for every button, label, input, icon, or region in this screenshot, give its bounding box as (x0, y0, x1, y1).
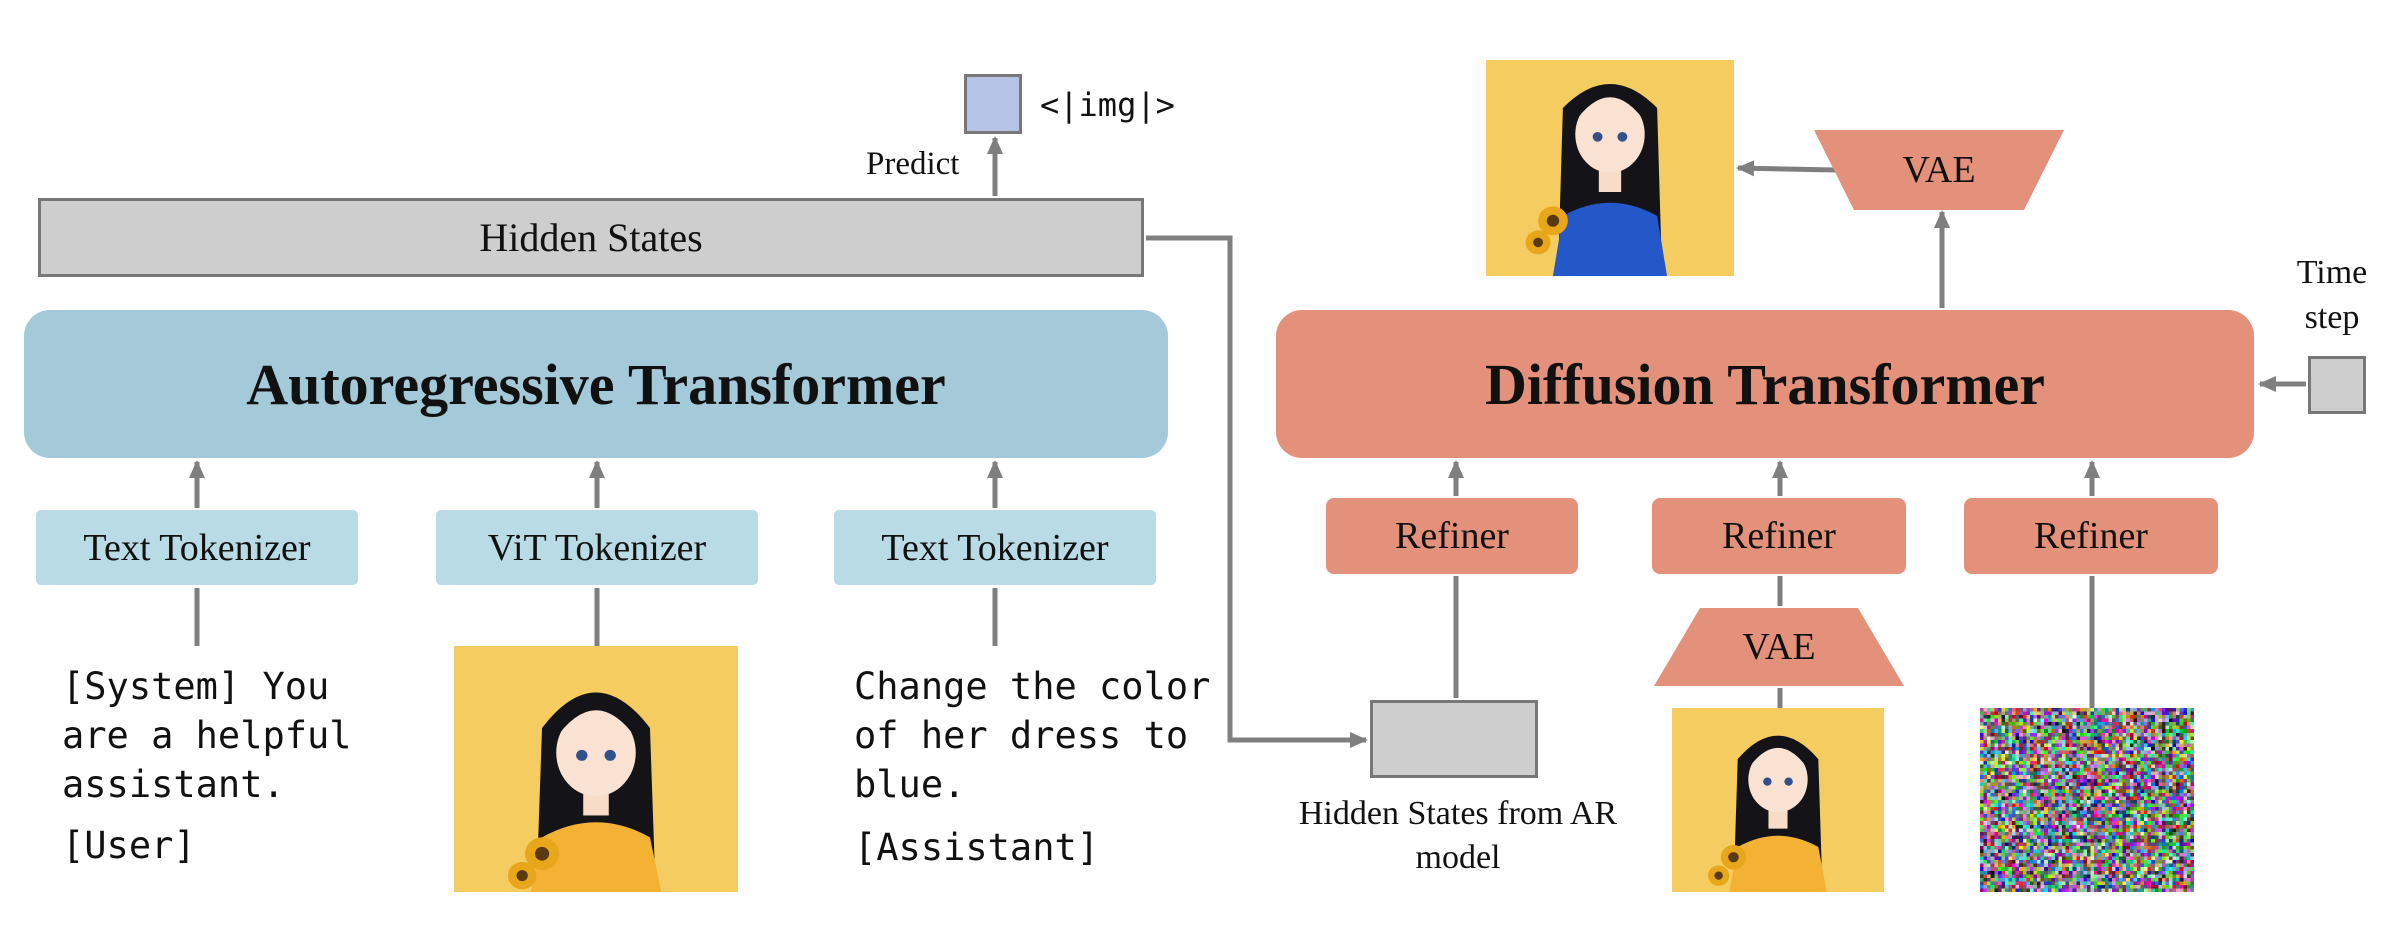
edit-instruction-text: Change the color of her dress to blue. (854, 665, 1211, 806)
image-token-square (964, 74, 1022, 134)
vit-tokenizer-label: ViT Tokenizer (487, 526, 707, 569)
refiner-3: Refiner (1964, 498, 2218, 574)
hidden-states-label: Hidden States (479, 215, 703, 260)
arrow-hidden-states-to-diffusion (1146, 235, 1368, 748)
hidden-states-bar: Hidden States (38, 198, 1144, 277)
ar-hidden-states-label: Hidden States from AR model (1298, 795, 1618, 876)
text-tokenizer-2: Text Tokenizer (834, 510, 1156, 585)
random-noise-image (1980, 708, 2194, 892)
timestep-label: Time step (2296, 254, 2368, 336)
diffusion-transformer-label: Diffusion Transformer (1484, 351, 2046, 417)
refiner-1-label: Refiner (1395, 515, 1509, 557)
user-tag-text: [User] (62, 824, 196, 867)
diffusion-transformer-block: Diffusion Transformer (1276, 310, 2254, 458)
vae-input-image (1672, 708, 1884, 892)
vae-top-trapezoid (1814, 130, 2064, 210)
autoregressive-transformer-label: Autoregressive Transformer (246, 351, 946, 417)
noise-image (1980, 708, 2194, 892)
ar-hidden-states-box (1370, 700, 1538, 778)
predict-label: Predict (866, 146, 960, 182)
girl-blue-dress-illustration (1486, 60, 1734, 276)
vae-bottom: VAE (1654, 608, 1904, 686)
text-tokenizer-1-label: Text Tokenizer (83, 526, 311, 569)
refiner-3-label: Refiner (2034, 515, 2148, 557)
system-prompt-text: [System] You are a helpful assistant. (62, 665, 352, 806)
vae-bottom-label: VAE (1742, 626, 1816, 668)
timestep-box (2308, 356, 2366, 414)
output-image (1486, 60, 1734, 276)
vae-top-label: VAE (1902, 149, 1976, 191)
girl-orange-dress-illustration-small (1672, 708, 1884, 892)
girl-orange-dress-illustration (454, 646, 738, 892)
arrow-vae-to-output (1736, 160, 1837, 177)
refiner-2-label: Refiner (1722, 515, 1836, 557)
vae-bottom-trapezoid (1654, 608, 1904, 686)
refiner-1: Refiner (1326, 498, 1578, 574)
input-image (454, 646, 738, 892)
assistant-tag-text: [Assistant] (854, 826, 1100, 869)
text-tokenizer-1: Text Tokenizer (36, 510, 358, 585)
refiner-2: Refiner (1652, 498, 1906, 574)
text-tokenizer-2-label: Text Tokenizer (881, 526, 1109, 569)
vit-tokenizer: ViT Tokenizer (436, 510, 758, 585)
image-token-label: <|img|> (1040, 86, 1175, 124)
vae-top: VAE (1814, 130, 2064, 210)
autoregressive-transformer-block: Autoregressive Transformer (24, 310, 1168, 458)
